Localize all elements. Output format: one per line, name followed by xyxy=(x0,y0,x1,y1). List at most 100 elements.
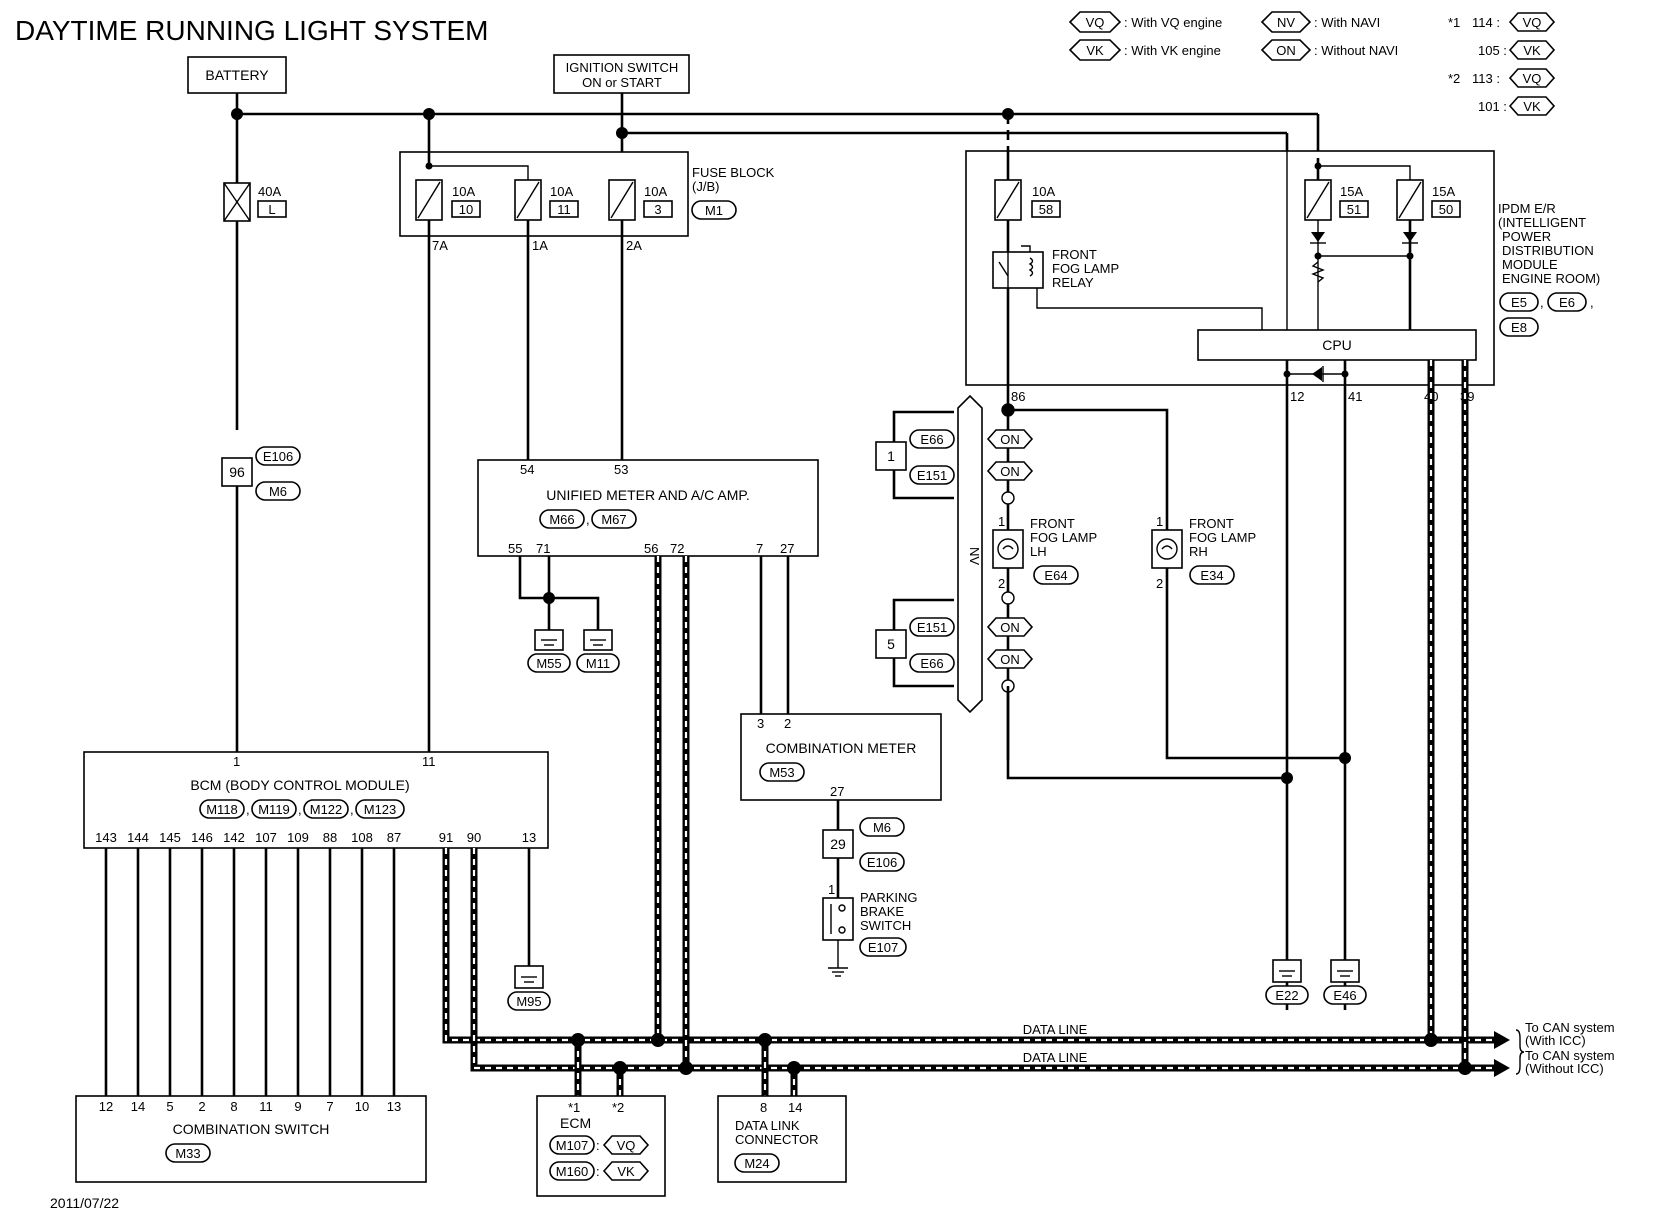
nv-conn-5 xyxy=(875,629,907,659)
legend-nv-text: : With NAVI xyxy=(1314,15,1380,30)
tag-e8 xyxy=(1499,317,1539,337)
legend-note2-a: 113 : xyxy=(1472,71,1500,86)
tag-m95-label: M95 xyxy=(516,994,541,1009)
nv-tag-shape xyxy=(1260,11,1312,33)
legend-note1-b: 105 : xyxy=(1478,43,1507,58)
f50-feed xyxy=(1318,165,1411,180)
nv-conn-1-label: 1 xyxy=(887,448,895,464)
fuse-10-stroke xyxy=(417,181,441,219)
bcm-pin-144: 144 xyxy=(127,830,149,845)
tag-m6-a-label: M6 xyxy=(269,484,287,499)
connector-96-label: 96 xyxy=(229,464,245,480)
on-tag-2 xyxy=(986,461,1034,481)
cpu-diode-dot1 xyxy=(1283,370,1291,378)
fog-relay xyxy=(992,251,1044,289)
tag-m53-label: M53 xyxy=(769,765,794,780)
front-fog-lamp-rh: 1 2 FRONT FOG LAMP RH E34 xyxy=(1008,408,1345,760)
fusible-link-no: L xyxy=(268,202,275,217)
fuse-10-rating: 10A xyxy=(452,184,475,199)
diode-51 xyxy=(1311,232,1325,242)
ignition-junction xyxy=(616,127,628,139)
fog-rh-label-2: FOG LAMP xyxy=(1189,530,1256,545)
can-dest-brace xyxy=(1515,1029,1525,1075)
tag-e151-a-label: E151 xyxy=(917,468,947,483)
can-dest-2b: (Without ICC) xyxy=(1525,1061,1604,1076)
can-line-2-dash xyxy=(472,848,1494,1070)
can-junction-ipdm40 xyxy=(1424,1033,1438,1047)
fuse-51-rating: 15A xyxy=(1340,184,1363,199)
tag-m1 xyxy=(691,200,737,220)
ignition-line1: IGNITION SWITCH xyxy=(566,60,679,75)
nv-conn-5-label: 5 xyxy=(887,636,895,652)
legend-on-text: : Without NAVI xyxy=(1314,43,1398,58)
ipdm-pin-41: 41 xyxy=(1348,389,1362,404)
ecm-label: ECM xyxy=(560,1115,591,1131)
meter-amp-label: UNIFIED METER AND A/C AMP. xyxy=(546,487,750,503)
tag-sep-5: , xyxy=(298,802,302,817)
legend-note2-b: 101 : xyxy=(1478,99,1507,114)
ecm-vq-tag-label: VQ xyxy=(617,1138,636,1153)
ipdm-er: 10A 58 FRONT FOG LAMP RELAY 15A 51 15A 5… xyxy=(965,108,1600,1010)
legend-vq-text: : With VQ engine xyxy=(1124,15,1222,30)
comb-switch-pin-8: 8 xyxy=(230,1099,237,1114)
tag-m11-label: M11 xyxy=(586,656,610,671)
tag-m118-label: M118 xyxy=(206,802,238,817)
on-tag-shape xyxy=(1260,39,1312,61)
fuse-58-stroke xyxy=(996,181,1020,219)
amp-ground-wire-1 xyxy=(518,556,549,600)
tag-e66-b xyxy=(909,653,955,673)
fusible-link-no-box xyxy=(257,200,287,218)
nv-term-3 xyxy=(1001,591,1015,605)
tag-e5 xyxy=(1499,292,1539,312)
ecm-vq-tag xyxy=(602,1135,650,1155)
bcm-pin-13: 13 xyxy=(522,830,536,845)
tag-sep-1: , xyxy=(1540,295,1544,310)
tag-m33-label: M33 xyxy=(175,1146,200,1161)
parking-label-2: BRAKE xyxy=(860,904,904,919)
note2b-tag-shape xyxy=(1508,96,1556,116)
ecm-colon-2: : xyxy=(596,1164,600,1179)
tag-m6-b xyxy=(859,817,905,837)
parking-pin-1: 1 xyxy=(828,882,835,897)
ipdm-label-6: ENGINE ROOM) xyxy=(1502,271,1600,286)
amp-pin-54: 54 xyxy=(520,462,534,477)
tag-e66-a xyxy=(909,429,955,449)
on-tag-4 xyxy=(986,649,1034,669)
data-link-connector: 8 14 DATA LINK CONNECTOR M24 xyxy=(717,1095,847,1183)
tag-e66-a-label: E66 xyxy=(920,432,943,447)
diagram-title: DAYTIME RUNNING LIGHT SYSTEM xyxy=(15,15,488,46)
tag-m123-label: M123 xyxy=(364,802,397,817)
fb-pin-1a: 1A xyxy=(532,238,548,253)
bcm-pin-90: 90 xyxy=(467,830,481,845)
battery-label: BATTERY xyxy=(205,67,269,83)
can-dest-1a: To CAN system xyxy=(1525,1020,1615,1035)
cpu-diode xyxy=(1312,367,1322,381)
can-junction-dlc14 xyxy=(787,1061,801,1075)
can-junction-dlc8 xyxy=(758,1033,772,1047)
tag-m66-label: M66 xyxy=(549,512,574,527)
tag-m55 xyxy=(527,653,571,673)
tag-m6-a xyxy=(255,481,301,501)
comb-switch-pin-2: 2 xyxy=(198,1099,205,1114)
bcm-pin-87: 87 xyxy=(387,830,401,845)
tag-e106-a-label: E106 xyxy=(263,449,293,464)
tag-m122-label: M122 xyxy=(310,802,343,817)
ipdm-feed-junction xyxy=(1002,108,1014,120)
fuse-50-rating: 15A xyxy=(1432,184,1455,199)
relay-coil xyxy=(1028,257,1034,277)
fog-rh-filament xyxy=(1161,545,1173,550)
tag-m119 xyxy=(251,799,297,819)
tag-m160 xyxy=(549,1161,595,1181)
diagram-date: 2011/07/22 xyxy=(50,1195,119,1211)
on-tag-3-label: ON xyxy=(1000,620,1020,635)
fog-lh-label-3: LH xyxy=(1030,544,1047,559)
note1b-tag-shape xyxy=(1508,40,1556,60)
comb-switch-pin-14: 14 xyxy=(131,1099,145,1114)
tag-m53 xyxy=(759,762,805,782)
comb-switch-pin-13: 13 xyxy=(387,1099,401,1114)
dlc-label-1: DATA LINK xyxy=(735,1118,800,1133)
tag-m160-label: M160 xyxy=(556,1164,589,1179)
amp-pin-7: 7 xyxy=(756,541,763,556)
